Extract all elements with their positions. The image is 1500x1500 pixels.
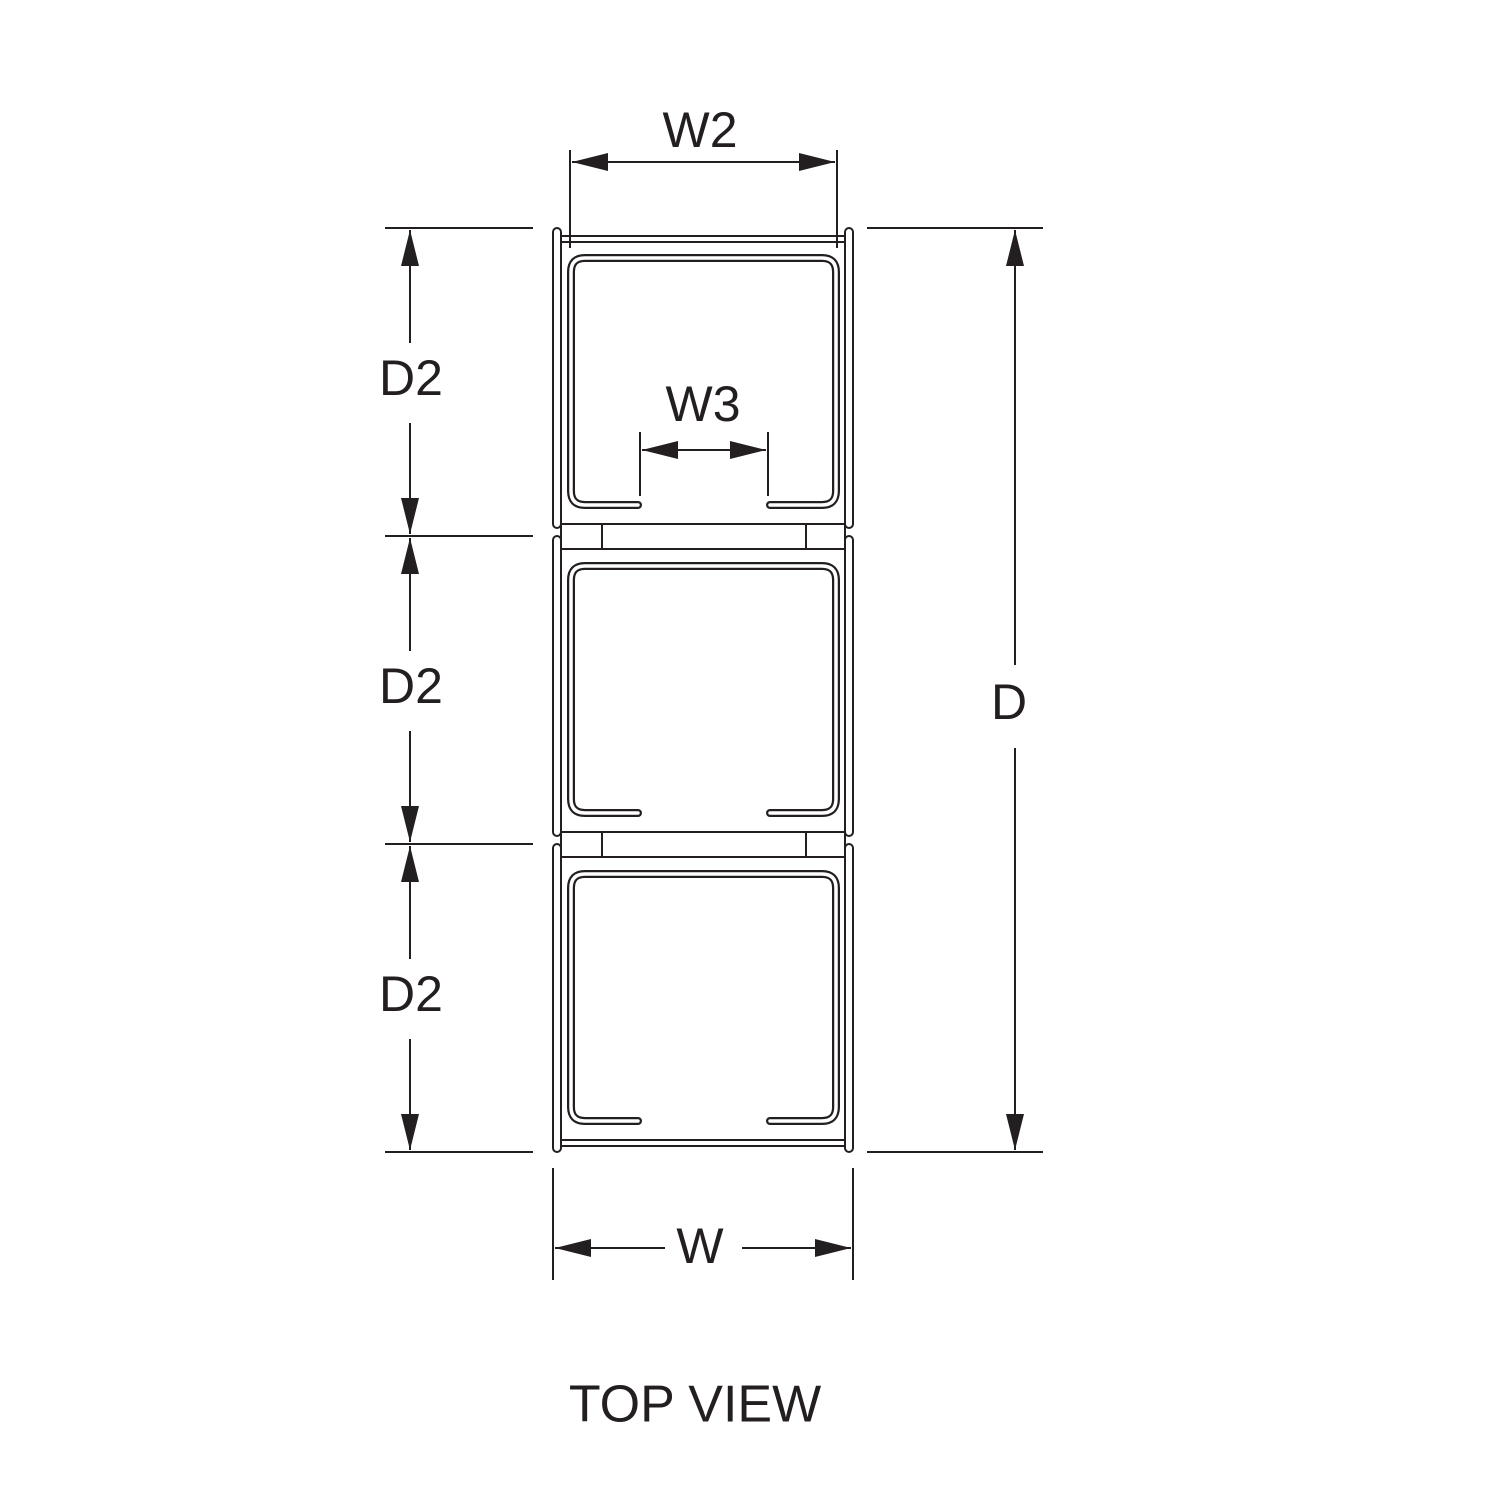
basket-wire xyxy=(567,562,840,817)
w2-label: W2 xyxy=(663,102,738,158)
basket-wire xyxy=(567,870,840,1125)
rack-section xyxy=(552,535,854,858)
dimension-lines xyxy=(385,150,1043,1280)
d2-label-top: D2 xyxy=(379,350,443,406)
left-post xyxy=(552,227,562,529)
rack-section xyxy=(552,843,854,1153)
left-post xyxy=(552,535,562,837)
d-label: D xyxy=(991,674,1027,730)
view-title: TOP VIEW xyxy=(569,1376,821,1434)
d2-label-middle: D2 xyxy=(379,658,443,714)
rack-section xyxy=(552,227,854,550)
basket-wire-inner xyxy=(569,872,838,1123)
rack-frame xyxy=(552,227,854,1153)
basket-wire-inner xyxy=(569,564,838,815)
right-post xyxy=(844,535,854,837)
d2-label-bottom: D2 xyxy=(379,966,443,1022)
right-post xyxy=(844,843,854,1153)
separator-band xyxy=(560,523,846,550)
left-post xyxy=(552,843,562,1153)
separator-band xyxy=(560,831,846,858)
w-label: W xyxy=(676,1218,724,1274)
w3-label: W3 xyxy=(666,376,741,432)
right-post xyxy=(844,227,854,529)
basket-wire-inner xyxy=(569,256,838,507)
